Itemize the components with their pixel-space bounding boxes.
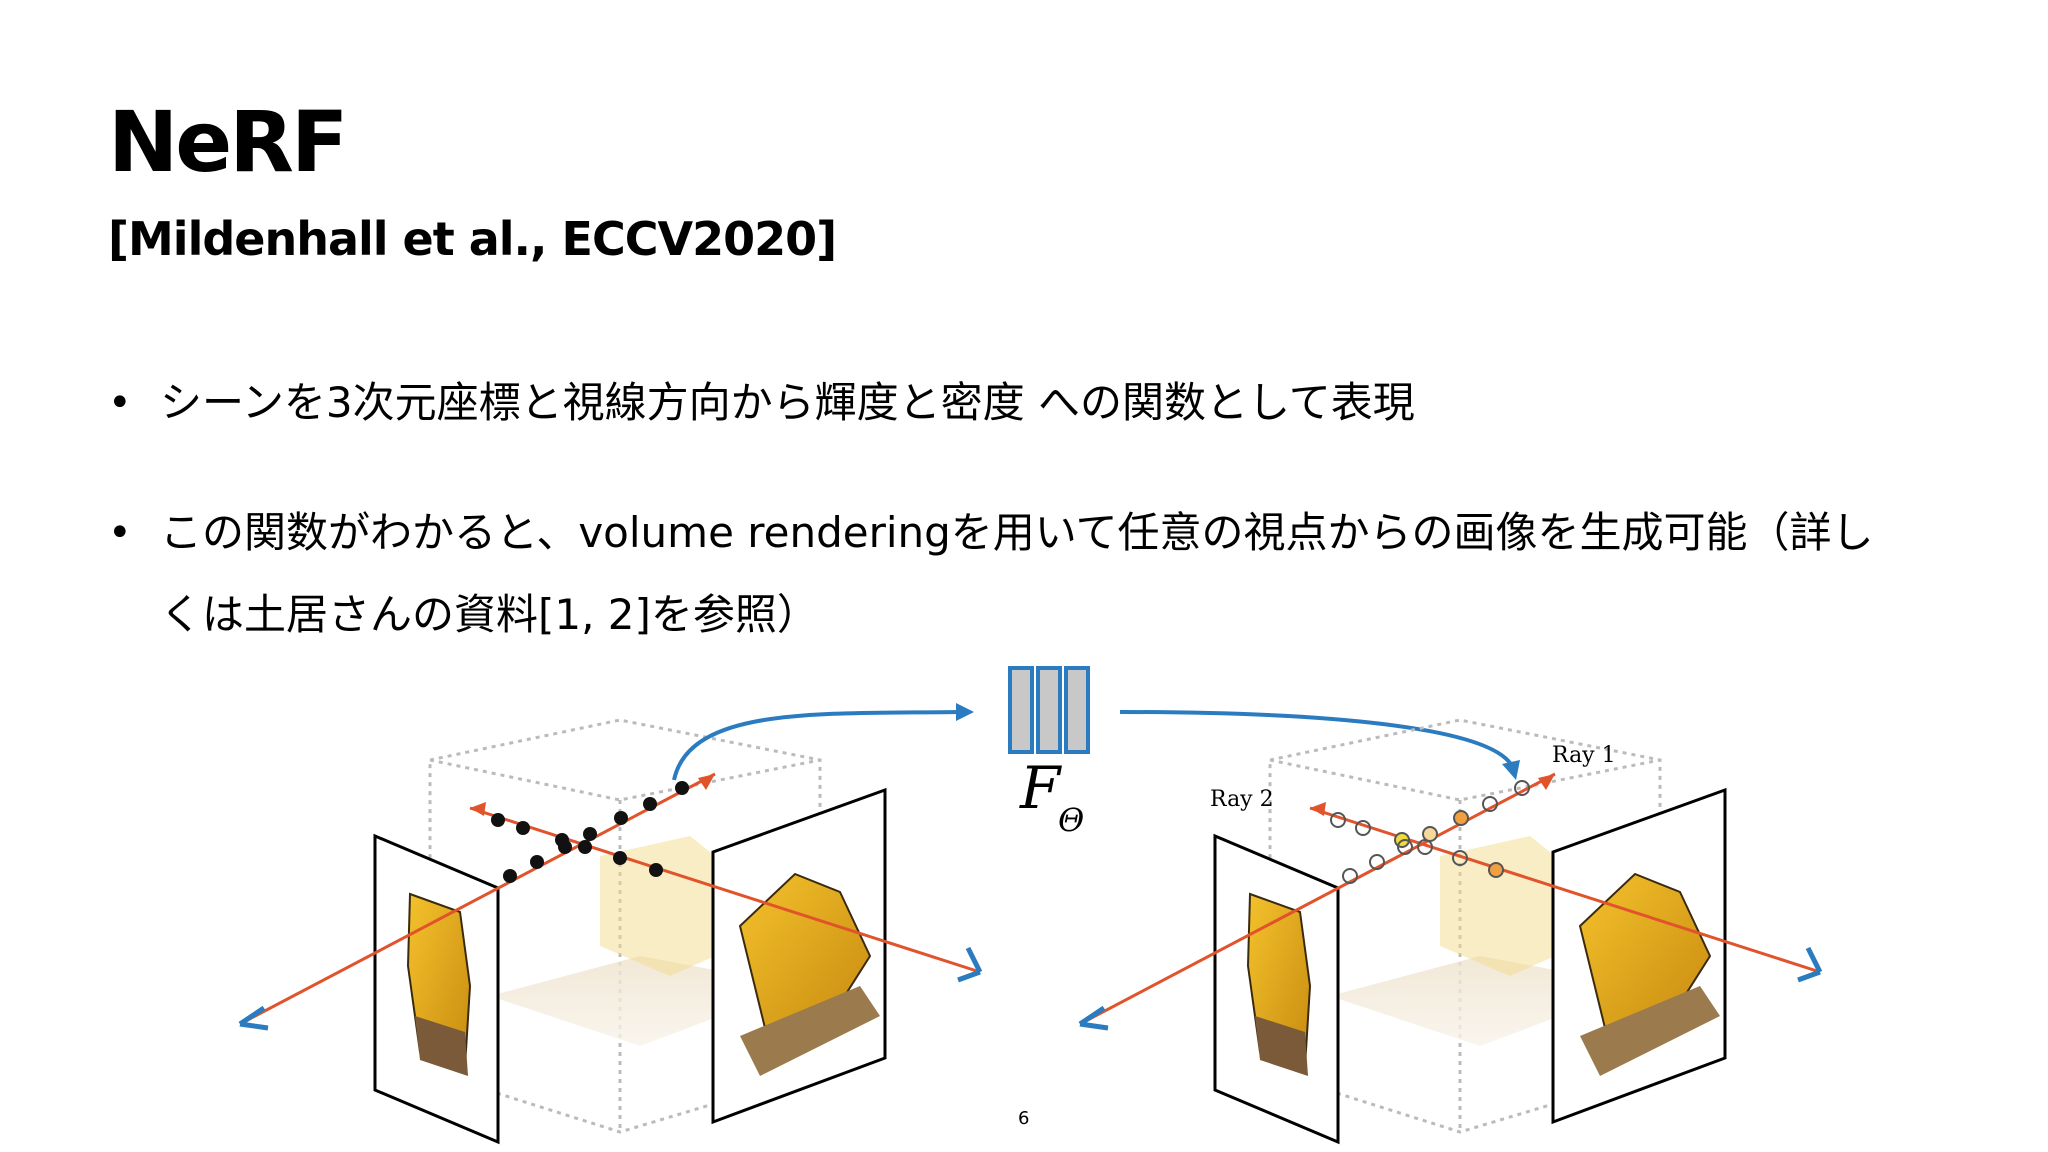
- page-number: 6: [1018, 1108, 1030, 1129]
- output-arrow: [1119, 710, 1514, 768]
- slide-title: NeRF: [108, 93, 348, 191]
- camera-arrow-icon: [238, 1005, 269, 1031]
- network: F Θ: [1008, 666, 1520, 839]
- bullet-item: • シーンを3次元座標と視線方向から輝度と密度 への関数として表現: [108, 362, 1908, 444]
- sample-points: [491, 781, 689, 883]
- camera-arrow-icon: [1797, 946, 1823, 983]
- arrowhead-icon: [1502, 760, 1520, 780]
- bullet-item: • この関数がわかると、volume renderingを用いて任意の視点からの…: [108, 492, 1910, 656]
- nerf-diagram: F Θ: [238, 666, 1823, 1145]
- citation-subtitle: [Mildenhall et al., ECCV2020]: [108, 212, 837, 266]
- ray-1-label: Ray 1: [1552, 743, 1616, 768]
- camera-arrow-icon: [1078, 1005, 1109, 1031]
- sample-points: [1330, 780, 1530, 884]
- ray-arrowhead-icon: [470, 802, 486, 816]
- bullet-dot-icon: •: [108, 380, 132, 426]
- bullet-text: シーンを3次元座標と視線方向から輝度と密度 への関数として表現: [160, 378, 1415, 427]
- ray-arrowhead-icon: [1310, 802, 1326, 816]
- network-subscript: Θ: [1058, 801, 1084, 839]
- bullet-dot-icon: •: [108, 510, 132, 556]
- bullet-list: • シーンを3次元座標と視線方向から輝度と密度 への関数として表現 • この関数…: [108, 362, 1908, 704]
- network-label: F: [1019, 754, 1062, 822]
- ray-arrowhead-icon: [1538, 774, 1555, 790]
- left-scene: [238, 703, 983, 1145]
- left-ray-b: [469, 806, 981, 974]
- ray-2-label: Ray 2: [1210, 787, 1274, 812]
- input-arrow: [672, 710, 961, 781]
- bullet-text: この関数がわかると、volume renderingを用いて任意の視点からの画像…: [160, 508, 1874, 639]
- arrowhead-icon: [956, 703, 974, 721]
- left-ray-a: [239, 772, 716, 1026]
- ray-arrowhead-icon: [698, 774, 715, 790]
- camera-arrow-icon: [957, 946, 983, 983]
- right-scene: Ray 1 Ray 2: [1078, 718, 1823, 1145]
